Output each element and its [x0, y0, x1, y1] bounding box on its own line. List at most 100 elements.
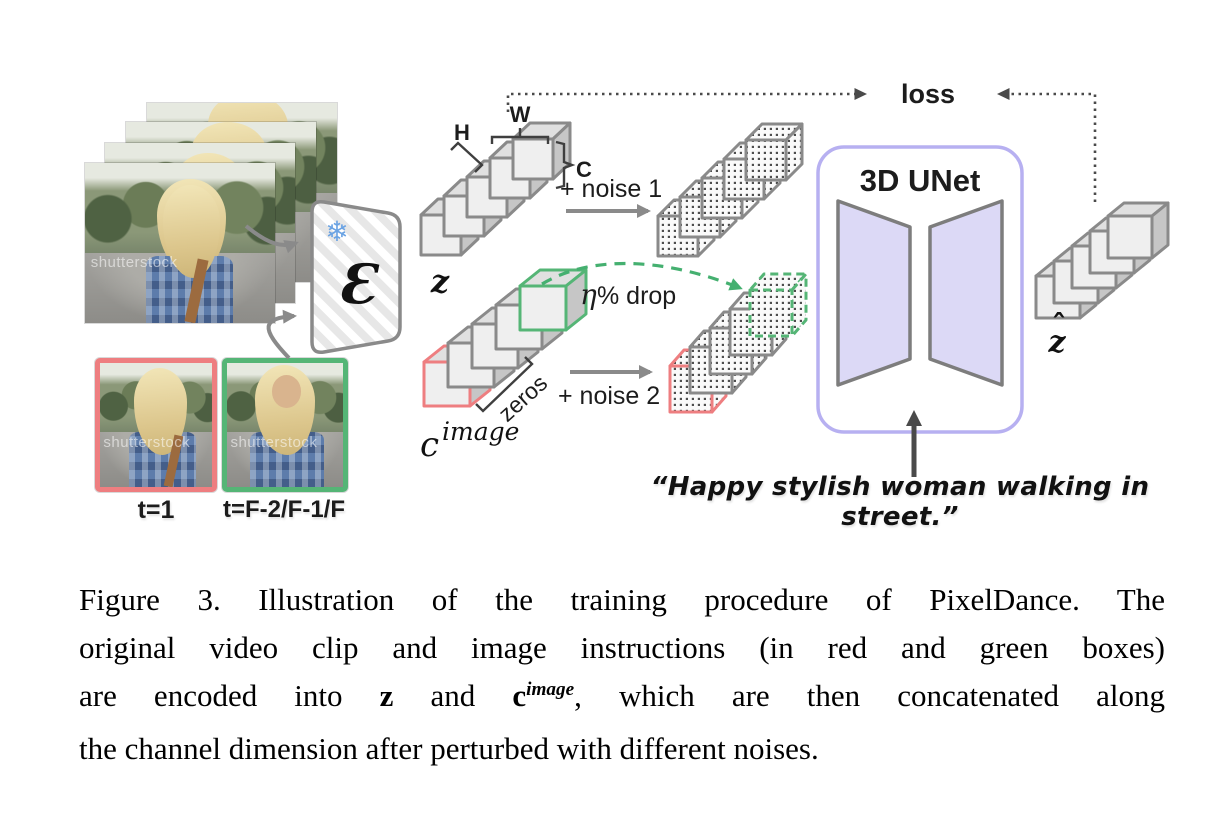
- cube-face: [770, 291, 788, 357]
- cube-face: [540, 287, 564, 351]
- cube-face: [656, 214, 700, 258]
- cube-face: [708, 326, 754, 376]
- latent-z-cubes: [419, 121, 572, 257]
- watermark-text: shutterstock: [90, 254, 178, 272]
- cube-face: [422, 344, 492, 364]
- label-t-last: t=F-2/F-1/F: [222, 496, 345, 523]
- dim-h-label: H: [454, 120, 470, 145]
- z-label: z: [430, 262, 450, 300]
- cube-face: [1114, 231, 1134, 290]
- person-face: [272, 375, 302, 408]
- cube-face: [744, 122, 804, 142]
- cube-face: [740, 160, 760, 220]
- noise1-label: + noise 1: [560, 175, 662, 203]
- cube-face: [1034, 261, 1098, 278]
- cube-face: [505, 159, 526, 219]
- cube-face: [465, 159, 526, 179]
- cube-face: [1052, 259, 1100, 305]
- unet-title: 3D UNet: [860, 163, 981, 198]
- cube-face: [551, 121, 572, 181]
- cube-face: [668, 348, 728, 368]
- encoder-letter: Ɛ: [338, 252, 380, 316]
- cube-face: [1096, 246, 1116, 305]
- eta-label: η: [580, 278, 597, 311]
- cube-face: [470, 306, 540, 326]
- last-frames-image: shutterstock: [222, 358, 348, 492]
- c-image-cubes: [422, 268, 588, 408]
- label-t-first: t=1: [137, 496, 175, 524]
- text-prompt: “Happy stylish woman walking in street.”: [650, 472, 1150, 532]
- unet-decoder-trapezoid: [928, 199, 1004, 387]
- cube-face: [668, 364, 714, 414]
- c-image-label: c: [420, 425, 439, 465]
- dim-c-label: C: [576, 157, 592, 182]
- cube-face: [511, 137, 555, 181]
- cube-face: [459, 197, 480, 257]
- cube-face: [442, 194, 486, 238]
- cube-face: [784, 122, 804, 182]
- cube-face: [722, 157, 766, 201]
- unet-block: 3D UNet: [816, 145, 1024, 434]
- cube-face: [482, 178, 503, 238]
- cube-face: [468, 344, 492, 408]
- cube-face: [790, 272, 808, 338]
- cube-face: [419, 213, 463, 257]
- caption-segment: the channel dimension after perturbed wi…: [79, 731, 819, 766]
- video-frames-stack: shutterstock shutterstock shutterstock s…: [85, 103, 337, 325]
- cube-face: [1106, 214, 1154, 260]
- cube-face: [718, 179, 738, 239]
- caption-line: original video clip and image instructio…: [79, 624, 1165, 672]
- caption-segment: image: [526, 679, 575, 701]
- zeros-label: zeros: [493, 370, 552, 427]
- caption-segment: z: [379, 678, 394, 713]
- cube-face: [1034, 274, 1082, 320]
- cube-face: [656, 198, 716, 218]
- caption-segment: , which are then concatenated along: [574, 678, 1165, 713]
- dim-w-label: W: [510, 102, 531, 127]
- cube-face: [518, 284, 568, 332]
- cube-face: [750, 310, 768, 376]
- cube-face: [446, 325, 516, 345]
- cube-face: [494, 287, 564, 307]
- watermark-text: shutterstock: [103, 433, 191, 451]
- unet-box: [816, 145, 1024, 434]
- caption-segment: Figure 3. Illustration of the training p…: [79, 582, 1165, 617]
- cube-face: [518, 268, 588, 288]
- cube-face: [1070, 231, 1134, 248]
- cube-face: [708, 310, 768, 330]
- z-hat-accent: ˆ: [1052, 309, 1067, 344]
- loss-label: loss: [901, 79, 955, 109]
- h-brace: [450, 141, 484, 173]
- first-frame-image: shutterstock: [95, 358, 217, 492]
- figure-caption: Figure 3. Illustration of the training p…: [79, 576, 1165, 773]
- cube-face: [494, 303, 544, 351]
- cube-face: [696, 198, 716, 258]
- noise2-label: + noise 2: [558, 382, 660, 410]
- dimension-annotations: [450, 128, 576, 413]
- cube-face: [528, 140, 549, 200]
- w-brace: [490, 128, 550, 144]
- cube-face: [1070, 244, 1118, 290]
- zeros-brace: [475, 356, 534, 413]
- cube-face: [422, 360, 472, 408]
- cube-face: [728, 291, 788, 311]
- caption-line: are encoded into z and cimage, which are…: [79, 672, 1165, 725]
- cube-face: [748, 288, 794, 338]
- cube-face: [492, 325, 516, 389]
- noised-c-image-cubes: [668, 272, 808, 414]
- cube-face: [446, 341, 496, 389]
- cube-face: [722, 141, 782, 161]
- cube-face: [1132, 216, 1152, 275]
- noised-z-cubes: [656, 122, 804, 258]
- loss-dotted-line-right: [997, 88, 1097, 202]
- cube-face: [700, 160, 760, 180]
- c-brace: [555, 140, 576, 190]
- cube-face: [710, 348, 728, 414]
- cube-face: [678, 179, 738, 199]
- cube-face: [762, 141, 782, 201]
- predicted-z-cubes: [1034, 201, 1170, 320]
- caption-line: Figure 3. Illustration of the training p…: [79, 576, 1165, 624]
- cube-face: [1078, 261, 1098, 320]
- loss-dotted-line-left: [506, 88, 867, 112]
